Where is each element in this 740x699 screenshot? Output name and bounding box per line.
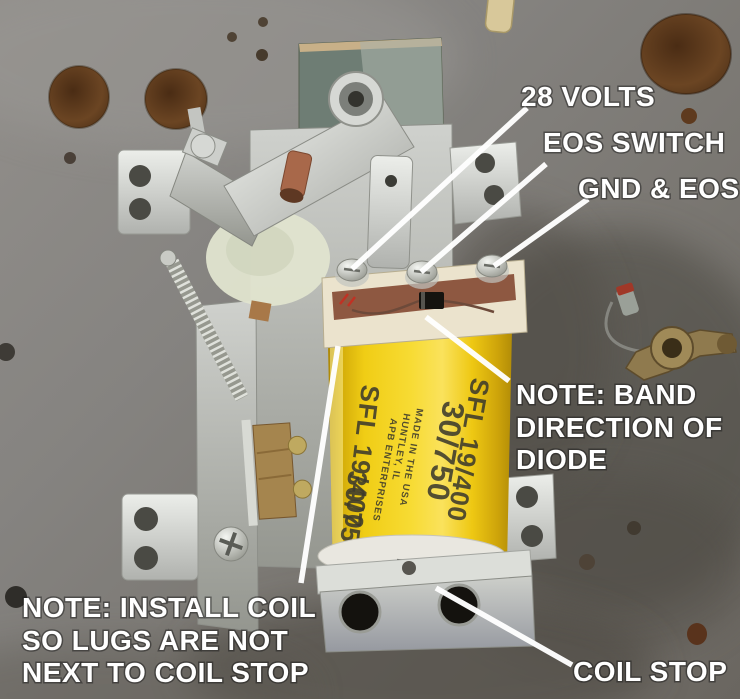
screw-bottom-left [5,586,27,608]
drill-hole-small [681,108,697,124]
label-diode-note-line2: DIRECTION OF [516,412,723,443]
label-gnd-eos: GND & EOS [578,173,740,204]
coil-stop-screw-tip [402,561,416,575]
loose-part-end [717,334,737,354]
drill-hole-small [258,17,268,27]
wood-dowel [484,0,515,34]
spring-hook [159,249,177,267]
leader-line-28-volts [350,105,529,272]
eos-stack-line [258,473,292,481]
diode-lead-left [351,299,420,315]
tab-hole [484,185,504,205]
label-install-note-line1: NOTE: INSTALL COIL [22,592,316,623]
mounting-tab [449,141,522,225]
solenoid-coil: SFL 19/400 30/750 MADE IN THE USA HUNTLE… [317,254,528,578]
tab-hole [134,507,158,531]
coil-stop-hole [338,590,382,634]
tab-hole [134,546,158,570]
loose-bushing-part [604,282,737,381]
leader-line-diode [424,314,511,384]
loose-part-hole [662,338,682,358]
drill-hole-small [627,521,641,535]
leader-line-coil-stop [434,585,574,668]
crank-pin-base [279,188,304,203]
drill-hole-small [256,49,268,61]
socket-screw-hex [348,91,364,107]
tab-hole [521,525,543,547]
tab-plate [121,493,199,581]
plunger-link [366,155,414,269]
eos-switch-stack [252,422,297,520]
label-28-volts: 28 VOLTS [521,81,655,112]
clamp-hex-nut [190,133,216,159]
phillips-screw [213,526,249,562]
shadow-bottom-left [0,640,310,699]
tab-hole [516,486,538,508]
loose-part-wire [604,301,647,354]
eos-switch-screw [287,435,307,455]
pawl-arm [169,107,273,247]
eos-switch-blade [241,419,258,526]
eos-switch [241,419,312,526]
coil-highlight [330,285,343,576]
mounting-tab [117,149,191,235]
leader-line-gnd-eos [492,196,590,269]
coil-stop-bracket [315,549,536,653]
drill-hole-small [687,623,707,645]
drill-hole-large [640,13,732,95]
tab-hole [129,198,151,220]
mounting-tab [503,473,557,563]
crank-arm [223,71,415,237]
drill-hole-small [64,152,76,164]
return-spring [159,249,249,402]
mounting-tab [121,493,199,581]
tab-hole [129,165,151,187]
leader-line-eos-switch [419,161,548,275]
coil-top-flange [321,254,528,349]
tab-hole [475,153,495,173]
eos-switch-screw [292,479,312,499]
crank-pin [279,150,313,203]
flipper-assembly: SFL 19/400 30/750 MADE IN THE USA HUNTLE… [117,37,557,653]
diode-band [421,292,425,309]
screw-left-edge [0,343,15,361]
drill-hole-small [227,32,237,42]
red-wire [339,293,356,307]
label-install-note-line2: SO LUGS ARE NOT [22,625,288,656]
annotation-labels: 28 VOLTS EOS SWITCH GND & EOS NOTE: BAND… [21,80,740,690]
drill-hole-small [579,554,595,570]
coil-lug-28v [335,258,369,287]
eos-stack-line [256,447,290,455]
label-eos-switch: EOS SWITCH [543,127,725,158]
phillips-cross [219,532,243,556]
label-install-note-line3: NEXT TO COIL STOP [22,657,309,688]
diode-lead-right [443,299,495,314]
leader-line-install-coil [298,345,341,584]
diode-body [419,292,444,309]
label-diode-note-line3: DIODE [516,444,607,475]
leader-lines [298,105,590,668]
coil-lug-eos-switch [405,260,439,289]
plunger-hole [385,175,398,188]
label-diode-note-line1: NOTE: BAND [516,379,697,410]
brass-standoff [248,300,272,322]
loose-part-red-band [616,282,635,296]
crank-arm-bar [223,98,415,237]
drill-hole-large [48,65,110,129]
label-coil-stop: COIL STOP [573,656,727,687]
lug-slot [343,267,361,273]
spring-coils [165,258,249,402]
